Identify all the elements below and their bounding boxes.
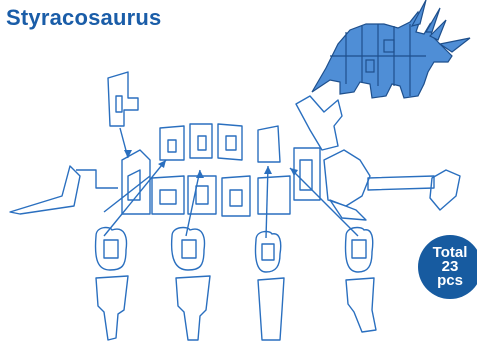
tail-piece <box>10 166 80 214</box>
frill-piece <box>296 96 342 150</box>
leg-lower <box>346 278 376 332</box>
piece-count-badge: Total 23 pcs <box>418 235 477 299</box>
belly-piece <box>258 176 290 214</box>
leg-lower <box>96 276 128 340</box>
back-plate <box>258 126 280 162</box>
upper-loose-piece <box>108 72 138 126</box>
back-plate <box>160 126 184 160</box>
assembled-model-preview <box>312 0 470 98</box>
rear-hip-piece <box>122 150 150 214</box>
foot-piece <box>430 170 460 210</box>
back-plate <box>190 124 212 158</box>
preview-horn <box>412 0 426 26</box>
leg-upper <box>96 228 127 270</box>
belly-piece <box>222 176 250 216</box>
head-piece <box>324 150 370 206</box>
leg-lower <box>176 276 210 340</box>
belly-piece <box>152 176 184 214</box>
leg-rod <box>368 176 434 190</box>
tail-connector <box>76 170 118 188</box>
leg-upper <box>346 228 373 272</box>
leg-lower <box>258 278 284 340</box>
exploded-parts <box>10 72 460 340</box>
neck-piece <box>294 148 320 200</box>
back-plate <box>218 124 242 160</box>
badge-line-pcs: pcs <box>437 274 463 288</box>
leg-upper <box>255 232 280 272</box>
leg-upper <box>172 228 205 270</box>
